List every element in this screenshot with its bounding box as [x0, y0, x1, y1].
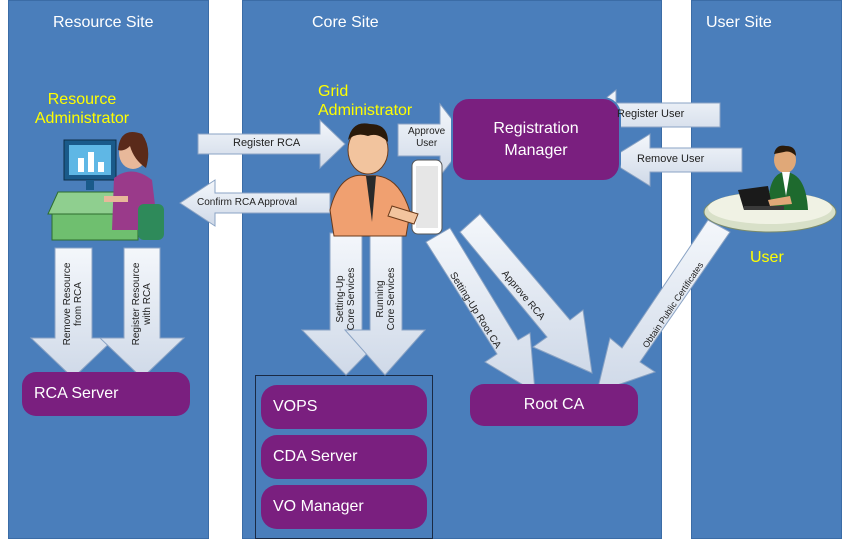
vo-manager-label: VO Manager	[273, 498, 364, 515]
user-label: User	[750, 249, 784, 266]
rca-server-box: RCA Server	[22, 372, 190, 416]
remove-resource-arrow	[29, 247, 117, 379]
running-core-arrow	[343, 232, 427, 376]
resource-administrator-line2: Administrator	[34, 110, 130, 127]
approve-rca-arrow	[459, 213, 593, 374]
register-resource-arrow	[98, 247, 186, 379]
setting-up-core-line2: Core Services	[346, 267, 357, 331]
approve-user-label: Approve User	[408, 126, 445, 150]
vo-manager-box: VO Manager	[261, 485, 427, 529]
register-resource-line2: with RCA	[142, 283, 153, 325]
confirm-rca-approval-label: Confirm RCA Approval	[197, 197, 298, 208]
rca-server-label: RCA Server	[34, 385, 119, 402]
remove-user-label: Remove User	[637, 153, 705, 165]
resource-site-title: Resource Site	[53, 14, 154, 31]
approve-user-line2: User	[416, 138, 438, 149]
obtain-certificates-arrow	[596, 219, 731, 393]
running-core-label: Running Core Services	[375, 249, 397, 349]
cda-server-box: CDA Server	[261, 435, 427, 479]
setting-up-core-label: Setting-Up Core Services	[335, 249, 357, 349]
approve-user-line1: Approve	[408, 126, 446, 137]
confirm-rca-approval-arrow	[179, 179, 331, 227]
remove-resource-line1: Remove Resource	[62, 262, 73, 346]
registration-manager-line1: Registration	[493, 119, 579, 137]
remove-resource-label: Remove Resource from RCA	[62, 254, 84, 354]
core-site-title: Core Site	[312, 14, 379, 31]
setting-up-core-line1: Setting-Up	[335, 275, 346, 323]
running-core-line1: Running	[375, 280, 386, 318]
resource-administrator-line1: Resource	[47, 91, 117, 108]
resource-site-panel	[8, 0, 209, 539]
user-figure	[703, 145, 837, 233]
root-ca-box: Root CA	[470, 384, 638, 426]
register-user-label: Register User	[617, 108, 685, 120]
remove-user-arrow	[607, 133, 743, 187]
vops-box: VOPS	[261, 385, 427, 429]
grid-administrator-label: Grid Administrator	[318, 82, 412, 120]
registration-manager-box: Registration Manager	[451, 97, 621, 182]
setting-up-root-ca-arrow	[425, 227, 536, 393]
register-rca-arrow	[197, 118, 346, 170]
grid-administrator-figure	[329, 123, 443, 237]
root-ca-label: Root CA	[523, 396, 585, 413]
register-resource-label: Register Resource with RCA	[131, 254, 153, 354]
cda-server-label: CDA Server	[273, 448, 358, 465]
register-resource-line1: Register Resource	[131, 262, 142, 346]
grid-administrator-line2: Administrator	[318, 102, 413, 119]
registration-manager-line2: Manager	[504, 141, 568, 159]
grid-administrator-line1: Grid	[318, 83, 349, 100]
remove-resource-line2: from RCA	[73, 282, 84, 326]
vops-label: VOPS	[273, 398, 318, 415]
resource-administrator-figure	[47, 132, 164, 241]
running-core-line2: Core Services	[386, 267, 397, 331]
resource-administrator-label: Resource Administrator	[22, 90, 142, 128]
register-rca-label: Register RCA	[233, 137, 301, 149]
user-site-title: User Site	[706, 14, 772, 31]
